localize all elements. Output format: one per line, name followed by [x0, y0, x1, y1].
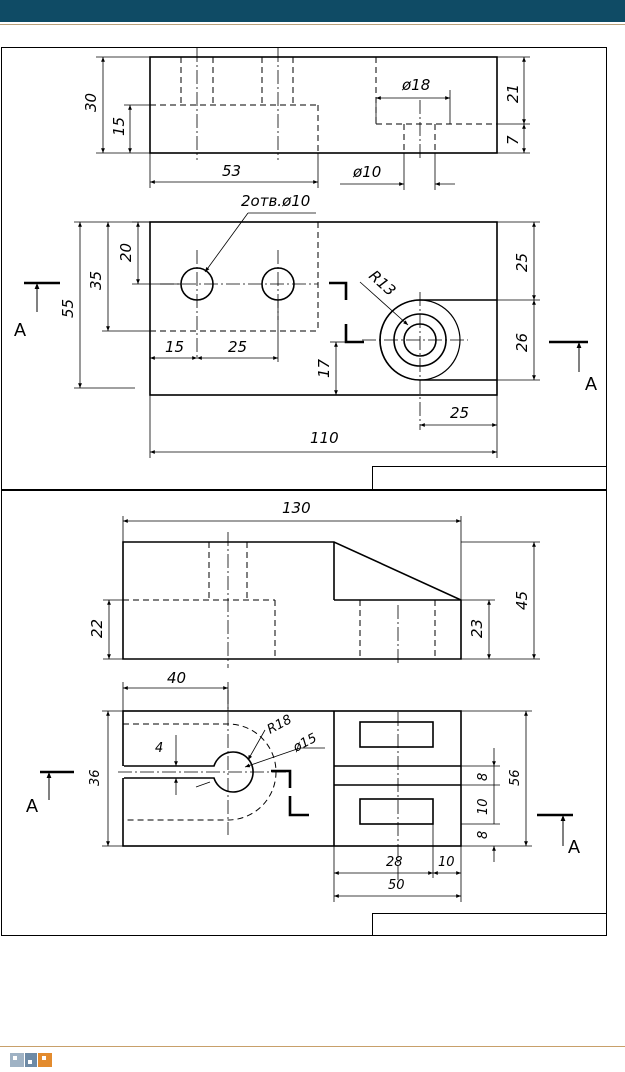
dim-8-upper: 8: [476, 773, 491, 781]
section-label-left-2: A: [26, 796, 38, 816]
dim-35: 35: [87, 271, 105, 290]
dim-25-bottom: 25: [450, 404, 469, 422]
section-label-right-2: A: [568, 837, 580, 857]
dim-45: 45: [513, 591, 531, 610]
dim-r18: R18: [265, 712, 295, 737]
dim-26: 26: [513, 333, 531, 352]
section-label-right: A: [585, 374, 597, 394]
drawing2-top-view: [40, 682, 573, 902]
footer-logo-icon: [10, 1053, 52, 1067]
dim-holes: 2отв.ø10: [241, 192, 310, 210]
dim-dia15: ø15: [290, 731, 320, 756]
dim-28: 28: [386, 855, 403, 870]
dim-55: 55: [59, 299, 77, 318]
section-label-left: A: [14, 320, 26, 340]
dim-10-right: 10: [476, 798, 491, 815]
dim-22: 22: [88, 619, 106, 638]
dim-30: 30: [82, 93, 100, 112]
drawing1-front-view: [96, 48, 530, 190]
dim-7: 7: [504, 135, 522, 145]
drawing-frame-2: [1, 490, 607, 936]
drawing2-front-view: [103, 516, 540, 668]
dim-10-bottom: 10: [438, 855, 455, 870]
header-divider: [0, 24, 625, 25]
dim-25-top: 25: [228, 338, 247, 356]
dim-25-right: 25: [513, 253, 531, 272]
title-block-2: [372, 913, 607, 936]
dim-4: 4: [155, 741, 163, 756]
dim-50: 50: [388, 878, 405, 893]
dim-8-lower: 8: [476, 831, 491, 839]
dim-r13: R13: [365, 267, 399, 300]
dim-15: 15: [110, 117, 128, 136]
dim-36: 36: [88, 769, 103, 786]
dim-dia10: ø10: [352, 163, 381, 181]
header-bar: [0, 0, 625, 22]
dim-130: 130: [282, 499, 311, 517]
dim-53: 53: [222, 162, 241, 180]
dim-110: 110: [310, 429, 339, 447]
drawing1-top-view: [24, 212, 588, 458]
title-block-1: [372, 466, 607, 490]
dim-dia18: ø18: [401, 76, 430, 94]
dim-40: 40: [167, 669, 186, 687]
dim-20: 20: [117, 243, 135, 262]
dim-23: 23: [468, 619, 486, 638]
dim-15-top: 15: [165, 338, 184, 356]
dim-56: 56: [508, 769, 523, 786]
footer-divider: [0, 1046, 625, 1047]
dim-17: 17: [315, 358, 333, 378]
dim-21: 21: [504, 84, 522, 103]
